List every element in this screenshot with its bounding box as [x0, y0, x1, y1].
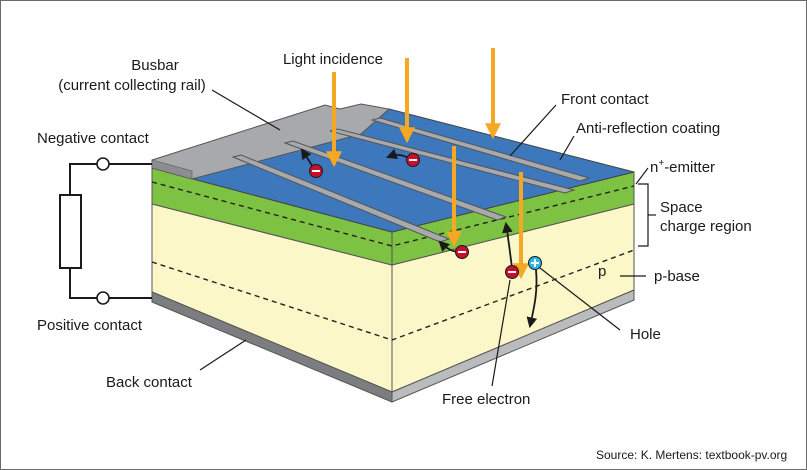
- anti-reflection-label: Anti-reflection coating: [576, 120, 720, 137]
- hole-path: [526, 269, 538, 329]
- negative-contact-label: Negative contact: [37, 130, 150, 147]
- front-contact-finger-4: [370, 117, 591, 182]
- busbar-front-edge: [151, 159, 193, 180]
- space-charge-sublabel: charge region: [660, 218, 752, 235]
- positive-contact-label: Positive contact: [37, 317, 143, 334]
- space-charge-lower-boundary: [151, 249, 635, 341]
- hole-label: Hole: [630, 326, 661, 343]
- busbar: [151, 103, 391, 180]
- busbar-label: Busbar: [131, 57, 179, 74]
- load-wire-bottom: [69, 268, 103, 299]
- busbar-leader: [211, 89, 281, 131]
- electron-2: [406, 153, 420, 167]
- p-base-label: p-base: [654, 268, 700, 285]
- right-back-contact: [391, 289, 635, 403]
- space-charge-bracket: [638, 183, 649, 247]
- back-contact-leader: [199, 339, 247, 371]
- electron-path-4: [502, 221, 513, 269]
- free-electron-leader: [491, 279, 511, 387]
- positive-contact-terminal: [96, 291, 110, 305]
- free-electron-carrier: [505, 265, 519, 279]
- external-circuit: [59, 163, 152, 299]
- light-incidence-arrows: [326, 48, 529, 280]
- electron-3: [455, 245, 469, 259]
- space-charge-label: Space: [660, 199, 703, 216]
- back-contact-label: Back contact: [106, 374, 193, 391]
- electron-1: [309, 164, 323, 178]
- leader-lines: [199, 89, 656, 387]
- busbar-sublabel: (current collecting rail): [58, 77, 206, 94]
- emitter-leader: [635, 167, 649, 185]
- negative-contact-terminal: [96, 157, 110, 171]
- front-face: [151, 167, 393, 403]
- light-incidence-label: Light incidence: [283, 51, 383, 68]
- source-credit: Source: K. Mertens: textbook-pv.org: [596, 448, 787, 462]
- front-contact-label: Front contact: [561, 91, 649, 108]
- emitter-label: n+-emitter: [650, 158, 715, 176]
- hole-leader: [539, 267, 621, 331]
- load-resistor: [59, 194, 82, 269]
- anti-reflection-leader: [559, 135, 575, 161]
- space-charge-boundaries: [151, 181, 635, 341]
- front-contact-leader: [509, 104, 557, 157]
- p-region-label: p: [598, 263, 606, 280]
- hole-carrier: [528, 256, 542, 270]
- free-electron-label: Free electron: [442, 391, 530, 408]
- load-wire-top: [69, 163, 103, 195]
- space-charge-upper-boundary: [151, 181, 635, 247]
